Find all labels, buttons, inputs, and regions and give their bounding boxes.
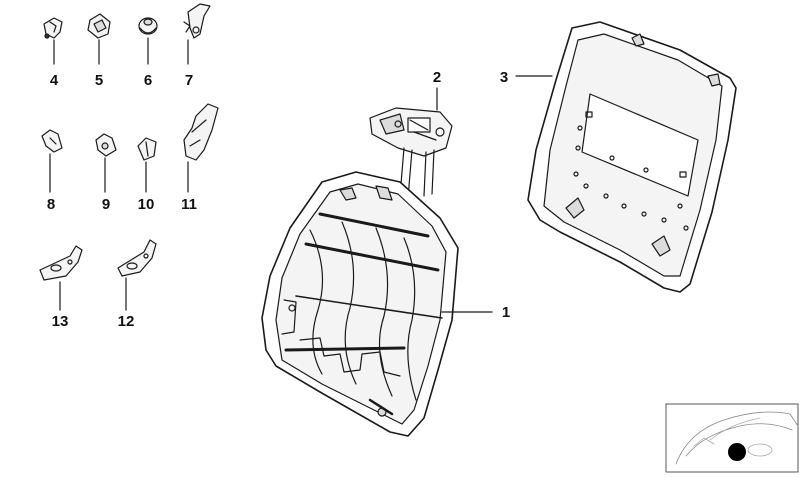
callout-11: 11 [181,196,197,213]
callout-12: 12 [118,313,135,330]
callout-7: 7 [185,72,193,89]
callout-2: 2 [433,69,441,86]
part-2-headrest-guide [369,107,453,199]
part-4-clip [43,17,63,39]
location-marker-dot [728,443,746,461]
part-1-backrest-frame [261,171,459,437]
part-8-clip [41,129,63,153]
callout-13: 13 [52,313,69,330]
part-9-clip [95,133,117,157]
part-13-plate [39,245,83,281]
callout-4: 4 [50,72,59,89]
part-10-clip [137,137,157,161]
part-6-cap [138,17,158,35]
callout-labels: 4 5 6 7 8 9 10 11 13 12 2 3 1 [47,69,510,330]
callout-3: 3 [500,69,508,86]
part-3-rear-panel [527,21,737,293]
callout-1: 1 [502,304,510,321]
vehicle-location-thumbnail [665,403,799,473]
part-12-plate [117,239,157,277]
part-5-clip [87,13,111,39]
callout-5: 5 [95,72,103,89]
callout-10: 10 [138,196,155,213]
part-7-bracket [183,3,211,39]
callout-9: 9 [102,196,110,213]
callout-8: 8 [47,196,55,213]
part-11-bracket [183,103,219,161]
callout-6: 6 [144,72,152,89]
